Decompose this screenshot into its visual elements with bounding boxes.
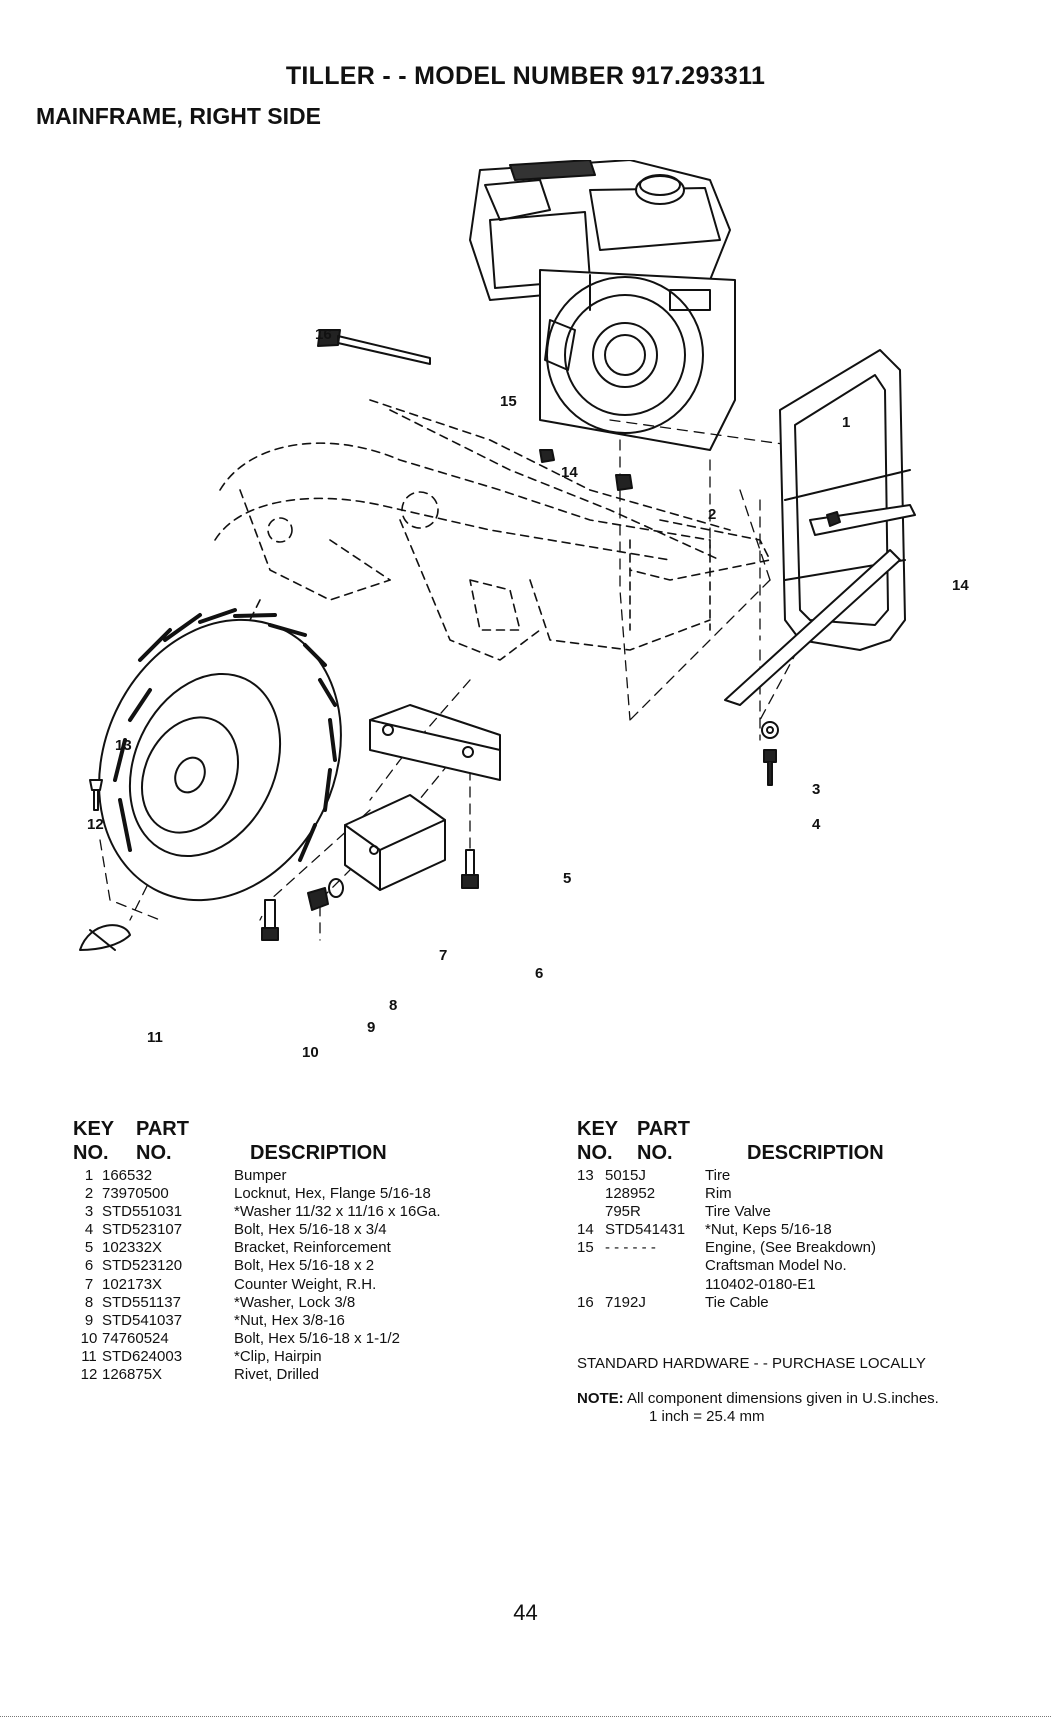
table-row: 110402-0180-E1 — [705, 1275, 816, 1293]
callout-15: 15 — [500, 393, 517, 410]
standard-hardware-note: STANDARD HARDWARE - - PURCHASE LOCALLY — [577, 1355, 926, 1372]
note-line-1: All component dimensions given in U.S.in… — [627, 1390, 939, 1407]
small-hardware — [261, 849, 479, 941]
note-line-2: 1 inch = 25.4 mm — [649, 1408, 765, 1425]
table-row: Craftsman Model No. — [705, 1257, 847, 1275]
engine-drawing — [469, 160, 736, 451]
callout-14-engine: 14 — [561, 464, 578, 481]
rivet-hairpin-drawing — [79, 779, 131, 951]
callout-7: 7 — [439, 947, 448, 964]
callout-4: 4 — [812, 816, 821, 833]
callout-3: 3 — [812, 781, 821, 798]
bracket-drawing — [369, 704, 501, 781]
callout-13: 13 — [115, 737, 132, 754]
callout-2: 2 — [708, 506, 717, 523]
page-title: TILLER - - MODEL NUMBER 917.293311 — [285, 62, 766, 90]
bottom-rule — [0, 1716, 1051, 1717]
left-description-header: DESCRIPTION — [250, 1142, 387, 1164]
callout-11: 11 — [147, 1029, 163, 1046]
table-row: 15- - - - - -Engine, (See Breakdown) — [577, 1239, 876, 1257]
callout-14-bumper: 14 — [952, 577, 969, 594]
wheel-drawing — [98, 608, 342, 902]
callout-12: 12 — [87, 816, 104, 833]
tie-cable-drawing — [317, 329, 431, 365]
bumper-hardware — [539, 449, 841, 786]
callout-5: 5 — [563, 870, 572, 887]
bumper-drawing — [724, 349, 916, 706]
note-label: NOTE: — [577, 1390, 624, 1407]
callout-16: 16 — [315, 326, 332, 343]
callout-1: 1 — [842, 414, 851, 431]
page-number: 44 — [513, 1600, 538, 1625]
callout-10: 10 — [302, 1044, 319, 1061]
section-subtitle: MAINFRAME, RIGHT SIDE — [36, 103, 321, 129]
mainframe-dashed — [214, 399, 771, 661]
counter-weight-drawing — [344, 794, 446, 891]
exploded-parts-diagram — [79, 160, 916, 951]
callout-6: 6 — [535, 965, 544, 982]
callout-9: 9 — [367, 1019, 376, 1036]
callout-8: 8 — [389, 997, 398, 1014]
dimension-note: NOTE: All component dimensions given in … — [577, 1390, 939, 1426]
right-description-header: DESCRIPTION — [747, 1142, 884, 1164]
